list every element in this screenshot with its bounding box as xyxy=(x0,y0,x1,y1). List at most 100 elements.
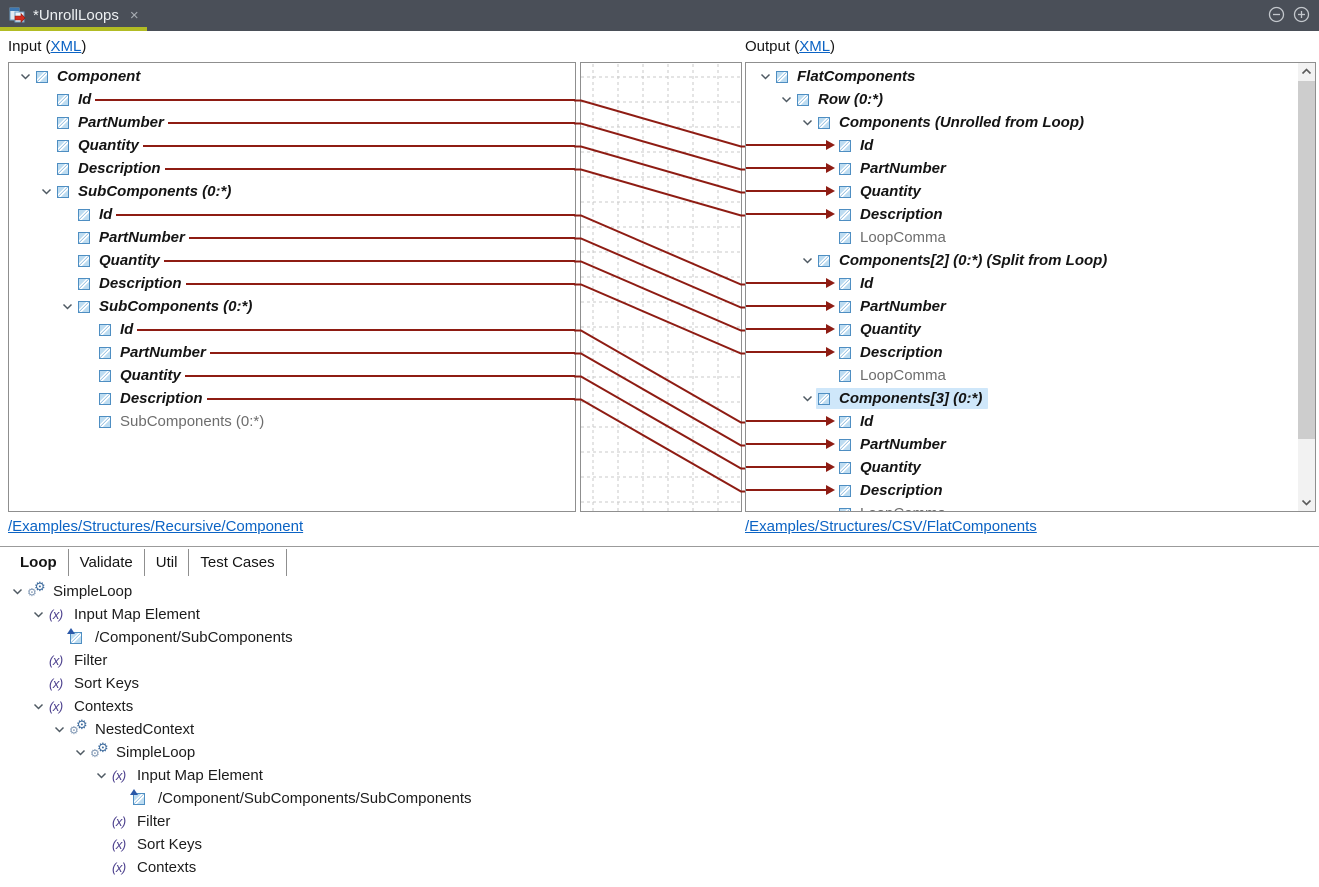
tree-item[interactable]: (x)Contexts xyxy=(0,695,1319,718)
tab-close-icon[interactable]: × xyxy=(129,7,139,24)
expander-chevron-icon[interactable] xyxy=(796,257,818,264)
tree-item[interactable]: Quantity xyxy=(746,456,1315,479)
tree-item[interactable]: ⚙⚙SimpleLoop xyxy=(0,580,1319,603)
mapping-connection-line[interactable] xyxy=(574,214,748,286)
tree-item[interactable]: (x)Sort Keys xyxy=(0,833,1319,856)
selected-highlight: Components[3] (0:*) xyxy=(816,388,989,409)
tree-item-label: Quantity xyxy=(860,459,921,476)
expander-chevron-icon[interactable] xyxy=(775,96,797,103)
mapping-connection-line[interactable] xyxy=(574,283,748,355)
tree-item[interactable]: Id xyxy=(746,134,1315,157)
scroll-down-icon[interactable] xyxy=(1298,494,1315,511)
tree-item[interactable]: SubComponents (0:*) xyxy=(9,295,575,318)
tree-item[interactable]: Component xyxy=(9,65,575,88)
tree-item[interactable]: Id xyxy=(9,203,575,226)
tab-loop[interactable]: Loop xyxy=(8,549,69,576)
mapping-connection-line[interactable] xyxy=(574,398,748,493)
tree-item[interactable]: Quantity xyxy=(746,180,1315,203)
output-xml-link[interactable]: XML xyxy=(799,38,831,55)
tree-item[interactable]: PartNumber xyxy=(746,157,1315,180)
tree-item[interactable]: (x)Filter xyxy=(0,649,1319,672)
tab-validate[interactable]: Validate xyxy=(69,549,145,576)
tree-item[interactable]: ⚙⚙SimpleLoop xyxy=(0,741,1319,764)
tree-item[interactable]: Description xyxy=(9,157,575,180)
tree-item[interactable]: /Component/SubComponents/SubComponents xyxy=(0,787,1319,810)
tree-item[interactable]: (x)Input Map Element xyxy=(0,603,1319,626)
tree-item[interactable]: Description xyxy=(9,387,575,410)
tree-item[interactable]: SubComponents (0:*) xyxy=(9,180,575,203)
tree-item[interactable]: Id xyxy=(9,318,575,341)
mapping-connection-line[interactable] xyxy=(574,375,748,470)
vertical-scrollbar[interactable] xyxy=(1298,63,1315,511)
zoom-in-button[interactable] xyxy=(1293,6,1310,23)
tree-item[interactable]: FlatComponents xyxy=(746,65,1315,88)
mapping-arrow-line xyxy=(746,305,826,307)
mapping-connection-line[interactable] xyxy=(574,352,748,447)
scroll-up-icon[interactable] xyxy=(1298,63,1315,80)
document-tab[interactable]: *UnrollLoops × xyxy=(0,0,147,31)
tree-item-label: SimpleLoop xyxy=(53,583,133,600)
tree-item[interactable]: (x)Filter xyxy=(0,810,1319,833)
tree-item[interactable]: (x)Sort Keys xyxy=(0,672,1319,695)
expander-chevron-icon[interactable] xyxy=(14,73,36,80)
tree-item[interactable]: PartNumber xyxy=(9,111,575,134)
tree-item[interactable]: PartNumber xyxy=(746,295,1315,318)
zoom-out-button[interactable] xyxy=(1268,6,1285,23)
tree-item[interactable]: Description xyxy=(9,272,575,295)
tree-item[interactable]: Id xyxy=(9,88,575,111)
tree-item[interactable]: PartNumber xyxy=(9,226,575,249)
tree-item[interactable]: Components (Unrolled from Loop) xyxy=(746,111,1315,134)
tree-item[interactable]: (x)Contexts xyxy=(0,856,1319,879)
tree-item[interactable]: Components[2] (0:*) (Split from Loop) xyxy=(746,249,1315,272)
mapping-connection-line[interactable] xyxy=(574,329,748,424)
tree-item[interactable]: LoopComma xyxy=(746,502,1315,511)
tree-item[interactable]: Id xyxy=(746,410,1315,433)
tree-item[interactable]: Description xyxy=(746,479,1315,502)
tree-item[interactable]: SubComponents (0:*) xyxy=(9,410,575,433)
expander-chevron-icon[interactable] xyxy=(796,395,818,402)
tab-test-cases[interactable]: Test Cases xyxy=(189,549,287,576)
tree-item[interactable]: Quantity xyxy=(746,318,1315,341)
scrollbar-thumb[interactable] xyxy=(1298,81,1315,439)
element-icon xyxy=(839,461,856,474)
mapping-connection-line[interactable] xyxy=(574,237,748,309)
expander-chevron-icon[interactable] xyxy=(754,73,776,80)
tree-item-label: FlatComponents xyxy=(797,68,916,85)
tree-item[interactable]: Quantity xyxy=(9,134,575,157)
mapping-connection-line[interactable] xyxy=(574,168,748,217)
tree-item[interactable]: Row (0:*) xyxy=(746,88,1315,111)
tree-item[interactable]: Description xyxy=(746,203,1315,226)
expander-chevron-icon[interactable] xyxy=(56,303,78,310)
tree-item[interactable]: LoopComma xyxy=(746,226,1315,249)
tree-item[interactable]: Description xyxy=(746,341,1315,364)
tree-item-label: Id xyxy=(860,275,874,292)
mapping-connection-line[interactable] xyxy=(574,260,748,332)
expander-chevron-icon[interactable] xyxy=(35,188,57,195)
input-structure-link[interactable]: /Examples/Structures/Recursive/Component xyxy=(8,518,304,535)
expander-chevron-icon[interactable] xyxy=(796,119,818,126)
expander-chevron-icon[interactable] xyxy=(27,703,49,710)
tab-util[interactable]: Util xyxy=(145,549,190,576)
tree-item[interactable]: PartNumber xyxy=(9,341,575,364)
tree-item[interactable]: ⚙⚙NestedContext xyxy=(0,718,1319,741)
tree-item[interactable]: LoopComma xyxy=(746,364,1315,387)
tree-item[interactable]: Quantity xyxy=(9,249,575,272)
mapping-connection-line[interactable] xyxy=(574,99,748,148)
tree-item[interactable]: (x)Input Map Element xyxy=(0,764,1319,787)
output-structure-link[interactable]: /Examples/Structures/CSV/FlatComponents xyxy=(745,518,1037,535)
input-xml-link[interactable]: XML xyxy=(50,38,82,55)
expander-chevron-icon[interactable] xyxy=(27,611,49,618)
tree-item[interactable]: Quantity xyxy=(9,364,575,387)
mapping-connection-line[interactable] xyxy=(574,122,748,171)
tree-item[interactable]: /Component/SubComponents xyxy=(0,626,1319,649)
mapping-connection-line[interactable] xyxy=(574,145,748,194)
expander-chevron-icon[interactable] xyxy=(48,726,70,733)
tree-item[interactable]: Id xyxy=(746,272,1315,295)
tree-item[interactable]: PartNumber xyxy=(746,433,1315,456)
expander-chevron-icon[interactable] xyxy=(90,772,112,779)
tree-item[interactable]: Components[3] (0:*) xyxy=(746,387,1315,410)
expander-chevron-icon[interactable] xyxy=(69,749,91,756)
expander-chevron-icon[interactable] xyxy=(6,588,28,595)
mapping-arrow-line xyxy=(746,144,826,146)
tree-item-label: Filter xyxy=(137,813,171,830)
